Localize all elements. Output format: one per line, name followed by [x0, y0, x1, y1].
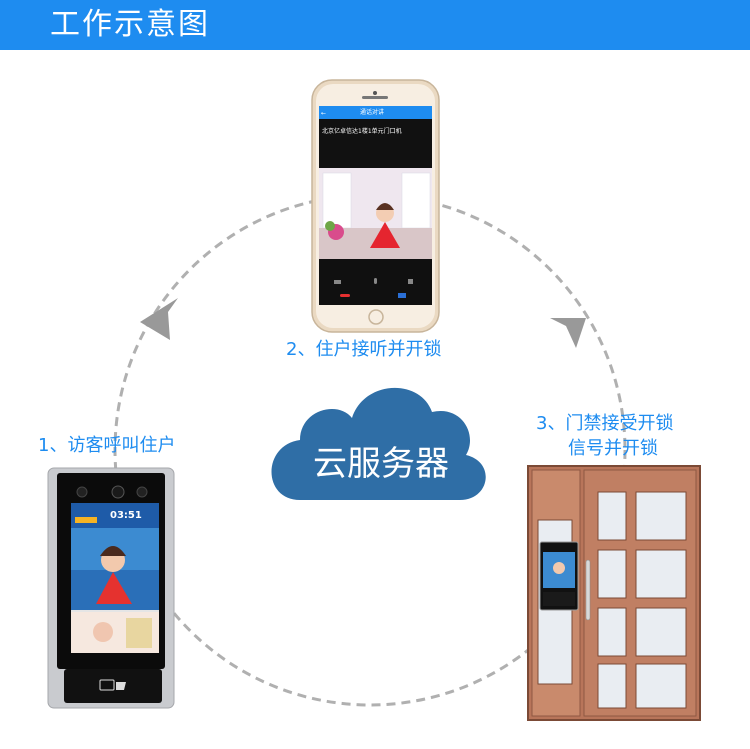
arrow-up-left-icon [140, 298, 178, 340]
security-door [527, 465, 701, 721]
phone-call-caption: 北京亿卓信达1楼1单元门口机 [322, 128, 402, 135]
phone-screen-title: 通话对讲 [360, 109, 385, 116]
page-title: 工作示意图 [50, 7, 210, 42]
header-bar: 工作示意图 [0, 0, 750, 50]
step-1-label: 1、访客呼叫住户 [38, 435, 176, 456]
cloud-server-label: 云服务器 [313, 444, 449, 484]
step-2-label: 2、住户接听并开锁 [286, 339, 442, 360]
terminal-time: 03:51 [110, 510, 142, 521]
card-reader-icon [99, 679, 126, 691]
svg-text:←: ← [321, 110, 326, 117]
arrow-down-right-icon [550, 318, 586, 348]
smartphone: ← [311, 79, 440, 333]
cloud-icon [271, 387, 486, 500]
door-terminal-device [47, 467, 175, 709]
step-3-label-line2: 信号并开锁 [568, 438, 658, 459]
step-3-label-line1: 3、门禁接受开锁 [536, 413, 674, 434]
